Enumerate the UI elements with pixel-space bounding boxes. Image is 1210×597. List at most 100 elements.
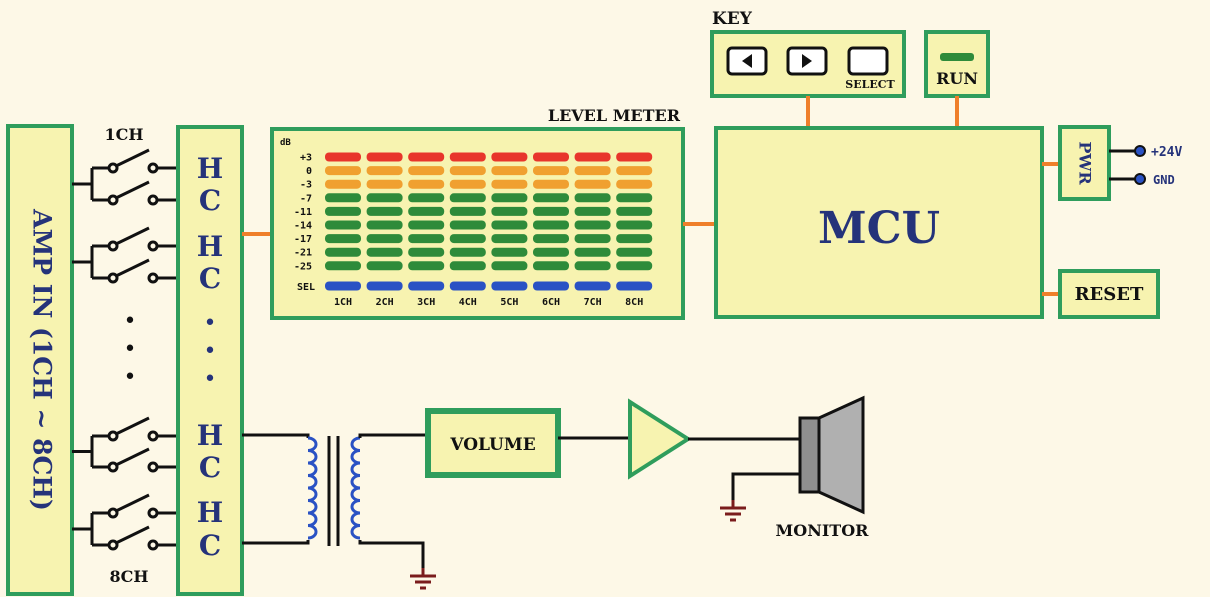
switch-ellipsis-dot: •	[124, 309, 137, 334]
key-select-button[interactable]	[847, 46, 889, 76]
db-tick-label: -21	[294, 248, 312, 259]
db-tick-label: -7	[300, 193, 312, 204]
hc-letter-h: H	[197, 152, 223, 185]
sel-label: SEL	[297, 282, 315, 293]
meter-segment	[408, 206, 445, 216]
key-left-button[interactable]	[726, 46, 768, 76]
channel-label: 2CH	[376, 297, 394, 308]
pwr-label: PWR	[1076, 141, 1095, 185]
switch-contact	[147, 507, 159, 519]
meter-segment	[574, 247, 611, 257]
meter-segment	[325, 261, 361, 271]
meter-segment	[325, 193, 361, 203]
channel-label: 3CH	[417, 297, 435, 308]
primary-coil	[307, 436, 318, 540]
channel-select-bar[interactable]	[491, 281, 528, 291]
meter-segment	[449, 220, 486, 230]
meter-segment	[366, 206, 403, 216]
run-label: RUN	[936, 69, 978, 88]
meter-segment	[533, 152, 569, 162]
switch-bank	[72, 148, 178, 551]
meter-segment	[533, 166, 569, 176]
meter-segment	[408, 179, 445, 189]
meter-segment	[325, 179, 361, 189]
amplifier-icon	[628, 398, 692, 480]
meter-segment	[449, 152, 486, 162]
switch-contact	[147, 539, 159, 551]
channel-select-bar[interactable]	[574, 281, 611, 291]
hc-letter-c: C	[199, 451, 221, 484]
db-tick-label: +3	[300, 153, 312, 164]
channel-label: 1CH	[334, 297, 352, 308]
meter-segment	[616, 247, 653, 257]
meter-segment	[449, 234, 486, 244]
meter-segment	[449, 261, 486, 271]
meter-segment	[491, 206, 528, 216]
meter-segment	[616, 152, 653, 162]
amp-in-label: AMP IN (1CH ~ 8CH)	[28, 208, 57, 511]
meter-segment	[449, 179, 486, 189]
switch-ellipsis-dot: •	[124, 365, 137, 390]
switch-contact	[147, 272, 159, 284]
meter-segment	[408, 193, 445, 203]
meter-segment	[366, 234, 403, 244]
switch-contact	[147, 240, 159, 252]
pwr-block: PWR	[1058, 125, 1111, 201]
hc-ellipsis-dot: •	[204, 339, 217, 364]
switch-label-1ch: 1CH	[105, 125, 144, 144]
meter-segment	[491, 234, 528, 244]
hc-letter-c: C	[199, 262, 221, 295]
meter-segment	[325, 234, 361, 244]
meter-segment	[491, 261, 528, 271]
ground-icon	[718, 498, 748, 522]
db-label: dB	[280, 138, 291, 148]
meter-segment	[325, 220, 361, 230]
terminal-gnd	[1134, 173, 1146, 185]
meter-segment	[533, 220, 569, 230]
meter-segment	[574, 179, 611, 189]
meter-segment	[616, 206, 653, 216]
pwr-gnd-label: GND	[1153, 173, 1175, 187]
mcu-label: MCU	[818, 203, 940, 254]
meter-segment	[616, 193, 653, 203]
hc-ellipsis-dot: •	[204, 367, 217, 392]
channel-select-bar[interactable]	[408, 281, 445, 291]
meter-segment	[533, 206, 569, 216]
meter-segment	[449, 166, 486, 176]
meter-segment	[574, 152, 611, 162]
channel-select-bar[interactable]	[449, 281, 486, 291]
meter-segment	[491, 166, 528, 176]
switch-contact	[107, 430, 119, 442]
meter-segment	[491, 220, 528, 230]
key-right-button[interactable]	[786, 46, 828, 76]
meter-segment	[574, 166, 611, 176]
channel-select-bar[interactable]	[616, 281, 653, 291]
meter-segment	[491, 247, 528, 257]
channel-select-bar[interactable]	[325, 281, 361, 291]
switch-lever	[115, 148, 150, 168]
channel-select-bar[interactable]	[533, 281, 569, 291]
meter-segment	[408, 247, 445, 257]
volume-label: VOLUME	[449, 435, 535, 455]
reset-button[interactable]: RESET	[1058, 269, 1160, 319]
switch-lever	[115, 180, 150, 200]
channel-select-bar[interactable]	[366, 281, 403, 291]
hc-connector-block: H C H C • • • H C H C	[176, 125, 244, 596]
run-indicator: RUN	[924, 30, 990, 98]
meter-segment	[574, 220, 611, 230]
meter-segment	[325, 152, 361, 162]
arrow-left-icon	[742, 54, 752, 68]
switch-lever	[115, 416, 150, 436]
meter-segment	[366, 220, 403, 230]
switch-contact	[147, 461, 159, 473]
meter-segment	[616, 234, 653, 244]
terminal-24v	[1134, 145, 1146, 157]
hc-letter-h: H	[197, 419, 223, 452]
meter-segment	[366, 179, 403, 189]
meter-segment	[574, 261, 611, 271]
db-tick-label: -25	[294, 261, 312, 272]
run-led	[940, 53, 974, 61]
meter-segment	[574, 206, 611, 216]
db-tick-label: -17	[294, 234, 312, 245]
